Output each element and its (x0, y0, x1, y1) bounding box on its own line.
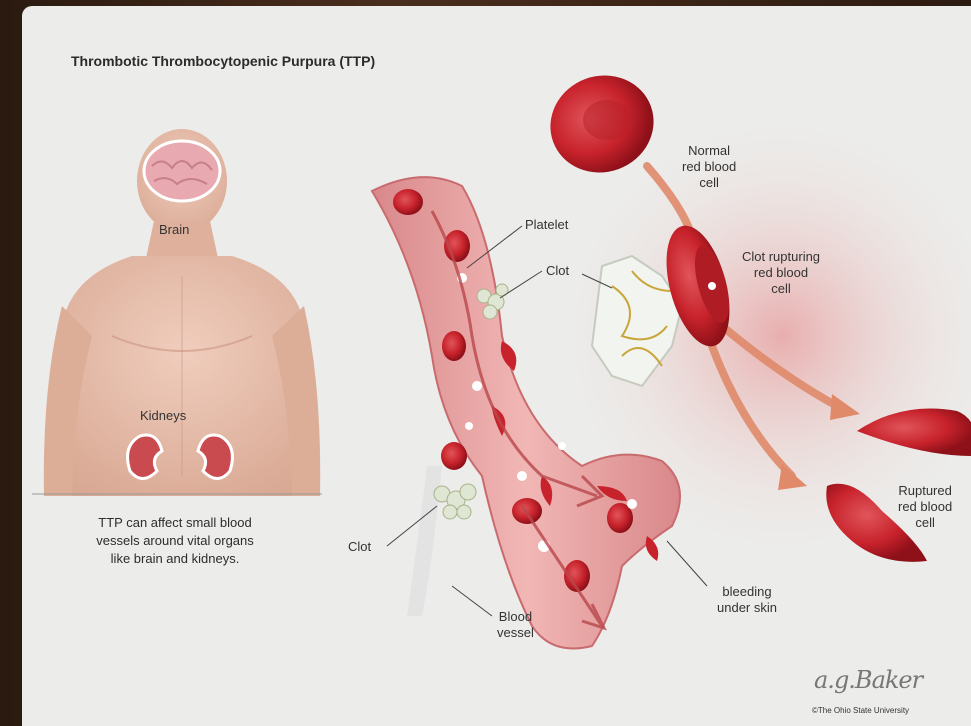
label-bleeding: bleeding under skin (717, 584, 777, 616)
label-kidneys: Kidneys (140, 408, 186, 424)
diagram-panel: Thrombotic Thrombocytopenic Purpura (TTP… (22, 6, 971, 726)
label-platelet: Platelet (525, 217, 568, 233)
artist-signature: a.g.Baker (814, 666, 922, 694)
label-blood-vessel: Blood vessel (497, 609, 534, 641)
label-clot-lower: Clot (348, 539, 371, 555)
label-clot-rupturing: Clot rupturing red blood cell (742, 249, 820, 297)
label-clot-upper: Clot (546, 263, 569, 279)
copyright-credit: ©The Ohio State University (812, 706, 909, 715)
brain-icon (144, 141, 220, 201)
label-normal-rbc: Normal red blood cell (682, 143, 736, 191)
label-brain: Brain (159, 222, 189, 238)
diagram-title: Thrombotic Thrombocytopenic Purpura (TTP… (71, 53, 375, 69)
label-ruptured-rbc: Ruptured red blood cell (898, 483, 952, 531)
caption: TTP can affect small blood vessels aroun… (44, 514, 306, 568)
